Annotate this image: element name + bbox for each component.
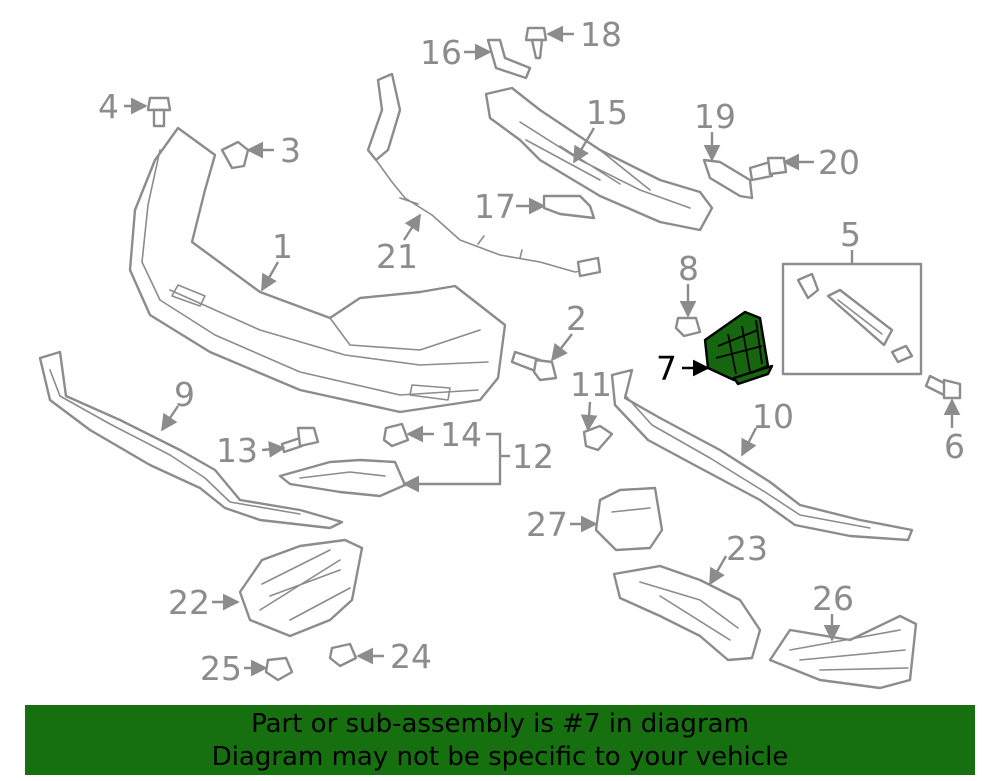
- callout-4: 4: [98, 87, 119, 126]
- part-18-screw: [524, 26, 548, 60]
- callout-25: 25: [200, 649, 242, 688]
- part-6-bolt: [924, 374, 962, 400]
- part-17-bracket: [542, 194, 596, 220]
- callout-6: 6: [944, 427, 965, 466]
- banner-line-1: Part or sub-assembly is #7 in diagram: [251, 709, 749, 739]
- callout-2: 2: [566, 299, 587, 338]
- callout-9: 9: [174, 375, 195, 414]
- callout-12: 12: [512, 437, 554, 476]
- callout-11: 11: [570, 365, 612, 404]
- part-3-clip: [220, 140, 250, 170]
- part-7-bracket-highlighted: [703, 310, 774, 386]
- callout-26: 26: [812, 579, 854, 618]
- callout-14: 14: [440, 415, 482, 454]
- callout-7-highlighted: 7: [656, 349, 677, 388]
- callout-27: 27: [526, 505, 568, 544]
- part-4-bolt: [146, 96, 172, 128]
- callout-20: 20: [818, 143, 860, 182]
- banner-line-2: Diagram may not be specific to your vehi…: [211, 742, 789, 772]
- part-19-bracket: [702, 158, 754, 200]
- callout-17: 17: [474, 187, 516, 226]
- callout-19: 19: [694, 97, 736, 136]
- callout-3: 3: [280, 131, 301, 170]
- callout-1: 1: [272, 227, 293, 266]
- part-12-bracket: [278, 458, 407, 498]
- callout-23: 23: [726, 529, 768, 568]
- part-8-nut: [674, 316, 702, 338]
- part-15-beam: [484, 86, 714, 232]
- callout-10: 10: [752, 397, 794, 436]
- callout-leaders: [124, 25, 961, 677]
- callout-5: 5: [840, 215, 861, 254]
- part-23-bracket: [612, 564, 762, 662]
- callout-22: 22: [168, 583, 210, 622]
- part-9-trim-strip: [38, 350, 344, 530]
- part-26-deflector: [768, 614, 918, 690]
- part-14-grommet: [382, 422, 410, 448]
- part-27-cover: [594, 486, 664, 552]
- part-2-bolt: [510, 350, 558, 382]
- callout-16: 16: [420, 33, 462, 72]
- part-1-bumper-cover: [128, 126, 507, 414]
- info-banner: Part or sub-assembly is #7 in diagram Di…: [25, 705, 975, 775]
- part-10-trim-strip: [610, 368, 914, 542]
- part-24-nut: [328, 642, 358, 668]
- part-22-shield: [238, 538, 364, 638]
- part-21-wiring-harness: [366, 72, 602, 278]
- parts-diagram: 4 3 16 18 15 19 20 17 21 1 5 8 2 7 6 11 …: [38, 15, 965, 690]
- part-25-nut: [264, 656, 294, 682]
- callout-15: 15: [586, 93, 628, 132]
- callout-labels: 4 3 16 18 15 19 20 17 21 1 5 8 2 7 6 11 …: [98, 15, 965, 688]
- callout-13: 13: [216, 431, 258, 470]
- callout-21: 21: [376, 237, 418, 276]
- part-16-bracket: [486, 38, 532, 80]
- callout-8: 8: [678, 249, 699, 288]
- callout-18: 18: [580, 15, 622, 54]
- callout-24: 24: [390, 637, 432, 676]
- part-5-reflector-kit: [781, 262, 923, 376]
- part-20-bolt: [748, 156, 788, 182]
- part-13-screw: [280, 426, 320, 454]
